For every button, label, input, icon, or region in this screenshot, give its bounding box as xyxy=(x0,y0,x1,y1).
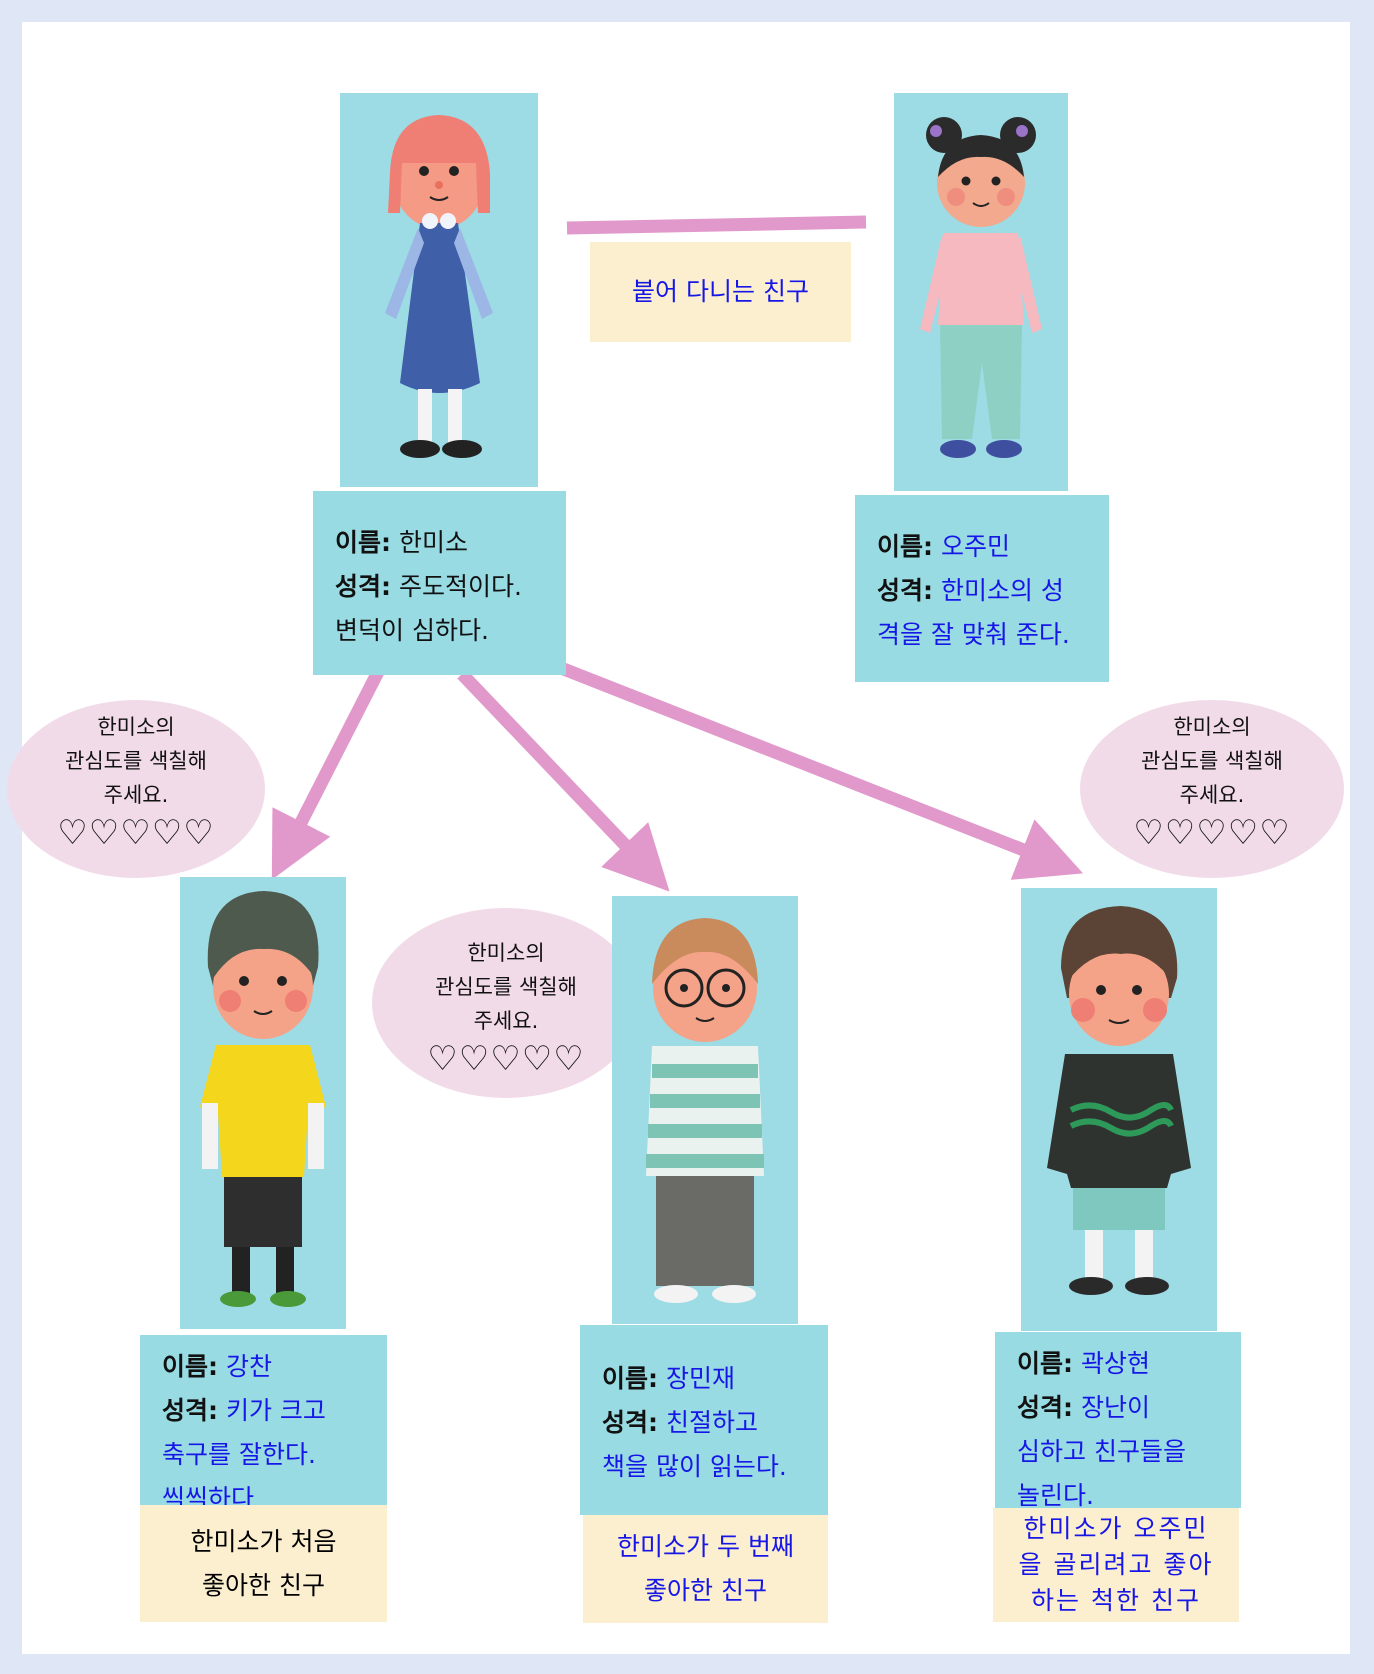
note-line: 좋아한 친구 xyxy=(644,1576,767,1605)
name-row: 이름: 곽상현 xyxy=(1017,1342,1223,1386)
name-row: 이름: 한미소 xyxy=(335,521,548,565)
name-row: 이름: 강찬 xyxy=(162,1345,369,1389)
personality-row: 성격: 한미소의 성 xyxy=(877,569,1091,613)
personality-value: 친절하고 xyxy=(665,1408,758,1437)
heart-rating-icons[interactable]: ♡♡♡♡♡ xyxy=(1133,813,1291,853)
personality-value: 키가 크고 xyxy=(225,1396,326,1425)
personality-label: 성격: xyxy=(162,1396,218,1425)
personality-row: 성격: 장난이 xyxy=(1017,1386,1223,1430)
name-row: 이름: 장민재 xyxy=(602,1357,810,1401)
personality-row: 성격: 주도적이다. xyxy=(335,565,548,609)
bubble-line: 한미소의 xyxy=(1173,715,1251,739)
kwak-sanghyun-card: 이름: 곽상현 성격: 장난이 심하고 친구들을 놀린다. xyxy=(995,1332,1241,1510)
name-value: 강찬 xyxy=(225,1352,272,1381)
oh-jumin-picture xyxy=(894,93,1068,491)
personality-label: 성격: xyxy=(602,1408,658,1437)
interest-bubble-jang-minjae: 한미소의 관심도를 색칠해 주세요. ♡♡♡♡♡ xyxy=(372,908,640,1098)
personality-label: 성격: xyxy=(1017,1393,1073,1422)
link-label-text: 붙어 다니는 친구 xyxy=(632,277,809,306)
name-value: 곽상현 xyxy=(1080,1349,1150,1378)
interest-bubble-kang-chan: 한미소의 관심도를 색칠해 주세요. ♡♡♡♡♡ xyxy=(7,700,265,878)
name-value: 장민재 xyxy=(665,1364,735,1393)
heart-rating-icons[interactable]: ♡♡♡♡♡ xyxy=(57,813,215,853)
personality-value-line2: 격을 잘 맞춰 준다. xyxy=(877,620,1070,649)
bubble-line: 주세요. xyxy=(103,783,169,807)
note-line: 한미소가 두 번째 xyxy=(617,1532,794,1561)
interest-bubble-kwak-sanghyun: 한미소의 관심도를 색칠해 주세요. ♡♡♡♡♡ xyxy=(1080,700,1344,878)
kwak-sanghyun-note: 한미소가 오주민 을 골리려고 좋아 하는 척한 친구 xyxy=(993,1508,1239,1622)
bubble-line: 주세요. xyxy=(473,1009,539,1033)
bubble-line: 관심도를 색칠해 xyxy=(435,975,577,999)
note-line: 좋아한 친구 xyxy=(202,1570,325,1600)
heart-rating-icons[interactable]: ♡♡♡♡♡ xyxy=(427,1039,585,1079)
personality-value-line2: 심하고 친구들을 xyxy=(1017,1437,1186,1466)
oh-jumin-card: 이름: 오주민 성격: 한미소의 성 격을 잘 맞춰 준다. xyxy=(855,495,1109,682)
arrow-to-kwak-sanghyun xyxy=(553,659,1084,880)
bubble-line: 관심도를 색칠해 xyxy=(1141,749,1283,773)
name-row: 이름: 오주민 xyxy=(877,525,1091,569)
name-value: 오주민 xyxy=(940,532,1010,561)
name-label: 이름: xyxy=(602,1364,658,1393)
jang-minjae-picture xyxy=(612,896,798,1324)
name-label: 이름: xyxy=(1017,1349,1073,1378)
arrow-to-kang-chan xyxy=(271,665,386,880)
kang-chan-note: 한미소가 처음 좋아한 친구 xyxy=(140,1505,387,1622)
name-label: 이름: xyxy=(335,528,391,557)
note-line: 하는 척한 친구 xyxy=(1031,1586,1201,1615)
kang-chan-card: 이름: 강찬 성격: 키가 크고 축구를 잘한다. 씩씩하다 xyxy=(140,1335,387,1513)
personality-row: 성격: 친절하고 xyxy=(602,1401,810,1445)
friends-link-line xyxy=(566,215,867,235)
personality-value: 주도적이다. xyxy=(398,572,522,601)
note-line: 을 골리려고 좋아 xyxy=(1018,1550,1214,1579)
personality-value-line3: 놀린다. xyxy=(1017,1481,1094,1510)
link-label: 붙어 다니는 친구 xyxy=(590,242,851,342)
personality-label: 성격: xyxy=(335,572,391,601)
bubble-line: 한미소의 xyxy=(467,941,545,965)
bubble-line: 주세요. xyxy=(1179,783,1245,807)
personality-value-line2: 책을 많이 읽는다. xyxy=(602,1452,787,1481)
personality-label: 성격: xyxy=(877,576,933,605)
note-line: 한미소가 처음 xyxy=(190,1526,337,1556)
name-value: 한미소 xyxy=(398,528,468,557)
personality-value: 한미소의 성 xyxy=(940,576,1064,605)
jang-minjae-note: 한미소가 두 번째 좋아한 친구 xyxy=(583,1515,828,1623)
note-line: 한미소가 오주민 xyxy=(1023,1514,1209,1543)
han-miso-card: 이름: 한미소 성격: 주도적이다. 변덕이 심하다. xyxy=(313,491,566,675)
personality-value-line2: 축구를 잘한다. xyxy=(162,1440,316,1469)
arrow-to-jang-minjae xyxy=(457,669,670,892)
name-label: 이름: xyxy=(877,532,933,561)
bubble-line: 한미소의 xyxy=(97,715,175,739)
personality-value-line2: 변덕이 심하다. xyxy=(335,616,489,645)
bubble-line: 관심도를 색칠해 xyxy=(65,749,207,773)
kwak-sanghyun-picture xyxy=(1021,888,1217,1331)
han-miso-picture xyxy=(340,93,538,487)
personality-value: 장난이 xyxy=(1080,1393,1150,1422)
name-label: 이름: xyxy=(162,1352,218,1381)
jang-minjae-card: 이름: 장민재 성격: 친절하고 책을 많이 읽는다. xyxy=(580,1325,828,1515)
kang-chan-picture xyxy=(180,877,346,1329)
personality-row: 성격: 키가 크고 xyxy=(162,1389,369,1433)
